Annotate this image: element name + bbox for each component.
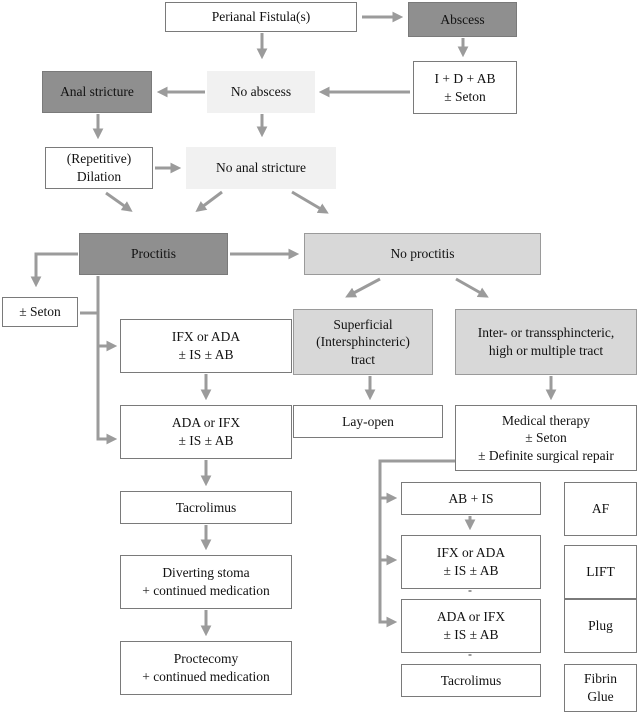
node-ab-is: AB + IS — [401, 482, 541, 515]
node-text-line: AB + IS — [448, 490, 494, 506]
node-lift: LIFT — [564, 545, 637, 599]
node-dilation: (Repetitive) Dilation — [45, 147, 153, 189]
node-text-line: ± Seton — [19, 304, 61, 320]
node-text-line: ± Definite surgical repair — [478, 447, 614, 463]
node-no-abscess: No abscess — [207, 71, 315, 113]
node-perianal-fistula: Perianal Fistula(s) — [165, 2, 357, 32]
node-text-line: tract — [351, 351, 375, 367]
node-anal-stricture: Anal stricture — [42, 71, 152, 113]
node-no-proctitis: No proctitis — [304, 233, 541, 275]
node-text-line: IFX or ADA — [171, 329, 241, 345]
node-text-line: Perianal Fistula(s) — [211, 9, 311, 25]
node-no-anal-stricture: No anal stricture — [186, 147, 336, 189]
node-text-line: No anal stricture — [216, 160, 306, 176]
node-text-line: No abscess — [230, 84, 292, 100]
node-text-line: Glue — [587, 689, 614, 704]
node-text-line: ± Seton — [444, 88, 486, 104]
node-text-line: AF — [591, 501, 610, 517]
arrow-no-anal-stricture-to-proctitis — [195, 190, 223, 212]
node-text-line: Lay-open — [342, 413, 394, 429]
node-inter-trans-tract: Inter- or transsphincteric, high or multi… — [455, 309, 637, 375]
node-plug: Plug — [564, 599, 637, 653]
node-text-line: ± Seton — [525, 430, 567, 446]
node-text-line: ± IS ± AB — [178, 433, 234, 448]
node-text-line: Plug — [588, 618, 613, 634]
node-ifx-ada-right: IFX or ADA ± IS ± AB — [401, 535, 541, 589]
node-superficial-tract: Superficial (Intersphincteric)tract — [293, 309, 433, 375]
node-tacrolimus-left: Tacrolimus — [120, 491, 292, 524]
node-ada-ifx-left: ADA or IFX ± IS ± AB — [120, 405, 292, 459]
node-lay-open: Lay-open — [293, 405, 443, 438]
node-text-line: Diverting stoma — [162, 565, 250, 581]
node-text-line: ± IS ± AB — [443, 563, 499, 578]
node-text-line: Proctitis — [130, 246, 176, 262]
node-text-line: (Intersphincteric) — [316, 334, 410, 350]
node-text-line: IFX or ADA — [436, 545, 506, 561]
arrow-no-proctitis-to-inter-trans — [455, 277, 489, 298]
node-text-line: Inter- or transsphincteric, — [477, 325, 615, 341]
arrow-medical-therapy-to-ada-ifx-right — [378, 459, 455, 628]
node-text-line: ADA or IFX — [436, 609, 506, 625]
node-text-line: Abscess — [440, 11, 485, 27]
node-text-line: Dilation — [76, 169, 122, 184]
node-proctecomy: Proctecomy + continued medication — [120, 641, 292, 695]
arrow-no-proctitis-to-superficial — [345, 277, 381, 298]
node-text-line: Tacrolimus — [175, 499, 237, 515]
node-ifx-ada-left: IFX or ADA ± IS ± AB — [120, 319, 292, 373]
node-text-line: ± IS ± AB — [178, 347, 234, 362]
node-ada-ifx-right: ADA or IFX ± IS ± AB — [401, 599, 541, 653]
node-text-line: No proctitis — [390, 246, 455, 262]
node-i-d-ab: I + D + AB ± Seton — [413, 61, 517, 114]
arrow-proctitis-to-ada-ifx-left — [96, 276, 118, 445]
node-text-line: Anal stricture — [60, 84, 134, 100]
node-text-line: + continued medication — [142, 669, 270, 684]
node-text-line: ± IS ± AB — [443, 627, 499, 642]
node-abscess: Abscess — [408, 2, 517, 37]
node-medical-therapy: Medical therapy ± Seton± Definite surgica… — [455, 405, 637, 471]
node-proctitis: Proctitis — [79, 233, 228, 275]
node-text-line: LIFT — [586, 564, 615, 580]
node-text-line: + continued medication — [142, 583, 270, 598]
node-seton: ± Seton — [2, 297, 78, 327]
node-text-line: Tacrolimus — [440, 672, 502, 688]
arrow-proctitis-to-seton — [30, 252, 78, 288]
node-text-line: Medical therapy — [501, 412, 591, 428]
node-af: AF — [564, 482, 637, 536]
node-text-line: high or multiple tract — [488, 343, 604, 358]
arrow-dilation-to-proctitis — [105, 191, 133, 212]
node-tacrolimus-right: Tacrolimus — [401, 664, 541, 697]
node-text-line: (Repetitive) — [66, 151, 132, 167]
node-text-line: ADA or IFX — [171, 415, 241, 431]
arrow-no-anal-stricture-to-no-proctitis — [291, 190, 329, 214]
node-text-line: Proctecomy — [173, 651, 239, 667]
node-text-line: Fibrin — [583, 671, 617, 687]
node-text-line: Superficial — [333, 316, 393, 332]
node-diverting-stoma: Diverting stoma + continued medication — [120, 555, 292, 609]
node-text-line: I + D + AB — [434, 70, 496, 86]
